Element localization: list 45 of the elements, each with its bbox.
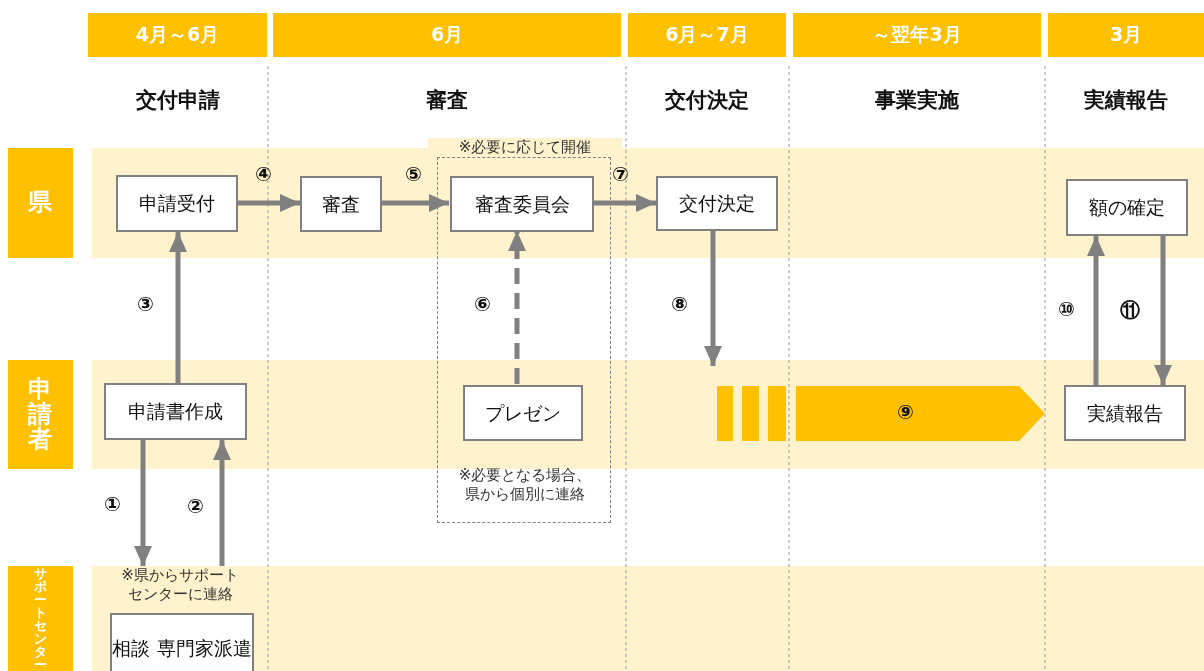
process-box: 実績報告: [1064, 385, 1186, 441]
phase-title: 事業実施: [874, 87, 960, 114]
lane-label: サポートセンター: [8, 566, 73, 671]
step-number: ⑩: [1058, 297, 1075, 321]
process-box: プレゼン: [463, 385, 583, 441]
phase-title: 交付申請: [134, 87, 221, 114]
process-box: 審査委員会: [450, 176, 594, 232]
phase-title: 実績報告: [1083, 87, 1169, 114]
arrow: [1154, 236, 1172, 385]
process-box: 相談 専門家派遣: [110, 613, 254, 671]
step-number: ②: [187, 494, 204, 518]
phase-title: 審査: [425, 87, 469, 114]
note-text: ※必要となる場合、県から個別に連絡: [457, 466, 593, 504]
period-band: 6月: [273, 13, 621, 57]
step-number: ⑥: [474, 292, 491, 316]
period-band: 6月～7月: [628, 13, 786, 57]
arrow: [134, 440, 152, 566]
arrow: [238, 194, 300, 212]
arrow: [704, 231, 722, 366]
period-band: 4月～6月: [88, 13, 267, 57]
phase-title: 交付決定: [664, 87, 750, 114]
arrow: [213, 440, 231, 566]
period-band: ～翌年3月: [793, 13, 1041, 57]
step-number: ⑦: [612, 162, 629, 186]
step-number: ⑤: [405, 162, 422, 186]
note-text: ※必要に応じて開催: [428, 138, 622, 157]
process-box: 審査: [300, 176, 382, 232]
arrow: [593, 194, 656, 212]
lane-label: 県: [8, 148, 73, 258]
period-band: 3月: [1048, 13, 1204, 57]
step-number: ④: [255, 162, 272, 186]
step-number: ⑪: [1120, 297, 1140, 324]
process-box: 申請受付: [116, 175, 238, 232]
arrow: [1087, 236, 1105, 385]
process-box: 交付決定: [656, 176, 778, 231]
arrow: [382, 194, 449, 212]
lane-label: 申請者: [8, 360, 73, 469]
arrow: [169, 232, 187, 383]
process-box: 申請書作成: [104, 383, 247, 440]
step-number: ③: [137, 292, 154, 316]
note-text: ※県からサポートセンターに連絡: [120, 566, 240, 604]
arrow: [508, 231, 526, 384]
step-number: ①: [104, 492, 121, 516]
step-number: ⑧: [671, 292, 688, 316]
process-box: 額の確定: [1066, 179, 1188, 236]
